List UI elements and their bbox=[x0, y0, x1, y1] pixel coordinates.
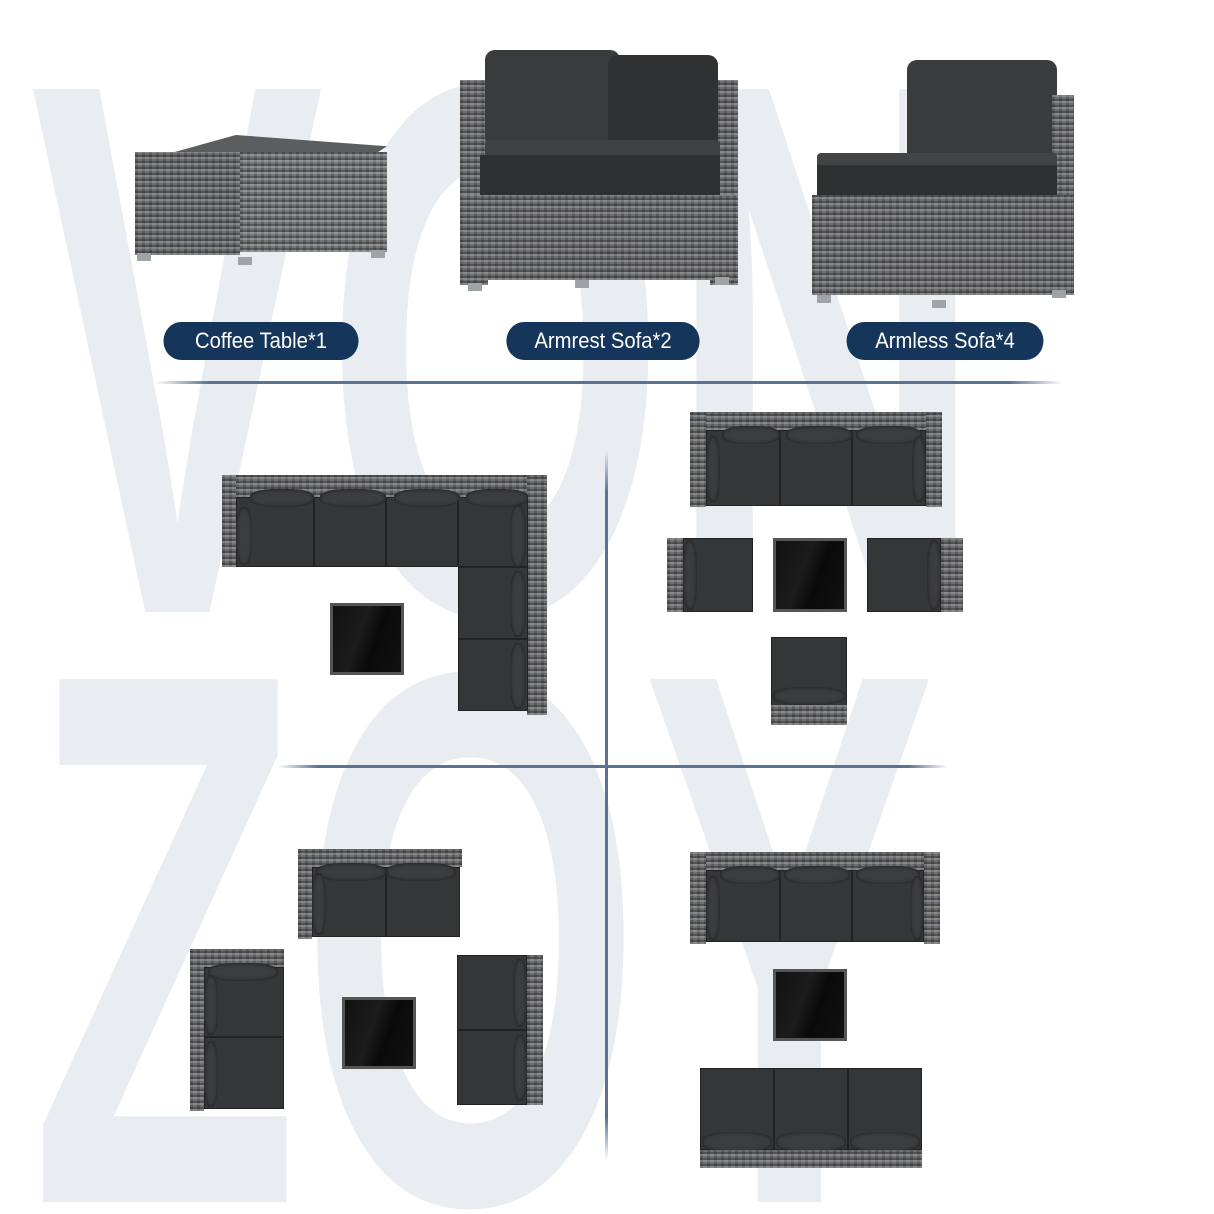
layout-chair-right bbox=[867, 538, 963, 612]
divider-middle bbox=[278, 765, 948, 768]
layout-corner-right bbox=[457, 955, 543, 1105]
layout-q4-table bbox=[773, 969, 847, 1041]
layout-l-sectional bbox=[222, 475, 547, 715]
layout-chair-left bbox=[667, 538, 753, 612]
coffee-table-image bbox=[135, 135, 387, 265]
pill-armrest-sofa: Armrest Sofa*2 bbox=[506, 322, 700, 360]
layout-loveseat bbox=[298, 849, 462, 939]
divider-vertical bbox=[605, 450, 608, 1160]
pill-coffee-table: Coffee Table*1 bbox=[163, 322, 359, 360]
layout-q3-table bbox=[342, 997, 416, 1069]
layout-q2-table bbox=[773, 538, 847, 612]
layout-sofa-back bbox=[690, 852, 940, 944]
layout-sofa-front bbox=[700, 1068, 922, 1168]
armless-sofa-image bbox=[812, 55, 1074, 308]
layout-sofa-chairs bbox=[690, 412, 942, 507]
divider-top bbox=[155, 381, 1063, 384]
pill-armless-sofa: Armless Sofa*4 bbox=[846, 322, 1044, 360]
layout-single-seat bbox=[771, 637, 847, 725]
armrest-sofa-image bbox=[460, 45, 740, 291]
layout-corner-left bbox=[190, 949, 284, 1111]
layout-l-table bbox=[330, 603, 404, 675]
